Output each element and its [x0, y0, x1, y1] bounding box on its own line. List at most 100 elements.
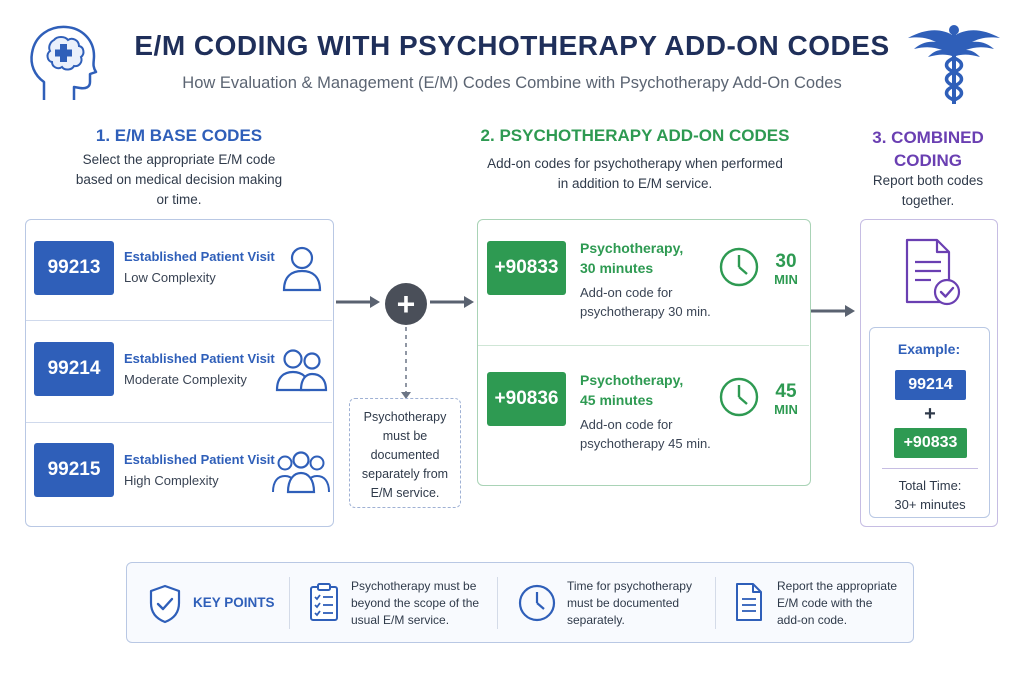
section2-description: Add-on codes for psychotherapy when perf… [470, 154, 800, 194]
arrow-right-icon [811, 303, 857, 319]
single-person-icon [280, 244, 324, 292]
key-point-line: E/M code with the [777, 596, 873, 610]
minutes-number: 30 [775, 251, 797, 272]
minutes-label: 30 MIN [766, 251, 806, 288]
note-line: Psychotherapy [363, 410, 447, 424]
psychotherapy-title-line: 45 minutes [580, 392, 654, 408]
clock-icon [718, 246, 760, 288]
plus-circle-icon: + [385, 283, 427, 325]
key-point-text: Psychotherapy must be beyond the scope o… [351, 578, 479, 629]
dashed-connector-line [405, 327, 407, 395]
group-of-persons-icon [272, 448, 330, 494]
section1-description: Select the appropriate E/M code based on… [24, 150, 334, 210]
psychotherapy-row-title: Psychotherapy, 45 minutes [580, 370, 683, 410]
row-divider [26, 422, 332, 423]
example-plus: + [924, 403, 936, 425]
key-points-label: KEY POINTS [193, 595, 275, 610]
example-divider [882, 468, 978, 469]
psychotherapy-description-line: Add-on code for [580, 285, 673, 300]
section1-description-line: based on medical decision making [75, 172, 283, 187]
section2-description-line: Add-on codes for psychotherapy when perf… [487, 156, 783, 171]
key-point-line: separately. [567, 613, 625, 627]
example-code-99214: 99214 [895, 370, 966, 400]
psychotherapy-title-line: 30 minutes [580, 260, 654, 276]
page-subtitle: How Evaluation & Management (E/M) Codes … [182, 74, 842, 92]
psychotherapy-description-line: Add-on code for [580, 417, 673, 432]
key-points-bar: KEY POINTS Psychotherapy must be beyond … [126, 562, 914, 643]
shield-check-icon [147, 583, 183, 625]
document-check-icon [901, 236, 963, 310]
note-line: E/M service. [370, 486, 440, 500]
minutes-label: 45 MIN [766, 381, 806, 418]
arrow-right-icon [334, 294, 382, 310]
key-points-divider [289, 577, 290, 629]
section3-description-line: Report both codes [872, 173, 984, 188]
key-points-divider [715, 577, 716, 629]
section2-description-line: in addition to E/M service. [557, 176, 713, 191]
psychotherapy-title-line: Psychotherapy, [580, 372, 684, 388]
example-label: Example: [897, 341, 961, 357]
section1-heading: 1. E/M BASE CODES [95, 126, 263, 145]
em-row-title: Established Patient Visit [124, 249, 275, 264]
key-point-text: Time for psychotherapy must be documente… [567, 578, 692, 629]
example-code-90833: +90833 [894, 428, 967, 458]
page-title: E/M CODING WITH PSYCHOTHERAPY ADD-ON COD… [134, 30, 890, 61]
arrow-right-icon [428, 294, 476, 310]
psychotherapy-title-line: Psychotherapy, [580, 240, 684, 256]
code-badge-99214: 99214 [34, 342, 114, 396]
section3-description: Report both codes together. [848, 171, 1008, 211]
total-time-value: 30+ minutes [894, 497, 966, 512]
code-badge-90833: +90833 [487, 241, 566, 295]
document-icon [733, 581, 765, 623]
minutes-unit: MIN [774, 272, 798, 287]
note-line: separately from [361, 467, 449, 481]
minutes-unit: MIN [774, 402, 798, 417]
psychotherapy-codes-card: +90833 Psychotherapy, 30 minutes Add-on … [477, 219, 811, 486]
key-point-line: Time for psychotherapy [567, 579, 692, 593]
caduceus-icon [904, 20, 1004, 108]
total-time-label: Total Time: [898, 478, 962, 493]
key-point-line: Psychotherapy must be [351, 579, 477, 593]
key-points-divider [497, 577, 498, 629]
brain-head-icon [24, 20, 104, 104]
key-point-line: must be documented [567, 596, 680, 610]
section1-description-line: or time. [156, 192, 202, 207]
psychotherapy-row-description: Add-on code for psychotherapy 45 min. [580, 415, 711, 453]
two-persons-icon [275, 346, 329, 392]
section1-description-line: Select the appropriate E/M code [82, 152, 276, 167]
combined-coding-card: Example: 99214 + +90833 Total Time: 30+ … [860, 219, 998, 527]
em-row-complexity: Low Complexity [124, 270, 216, 285]
row-divider [478, 345, 809, 346]
key-point-line: add-on code. [777, 613, 848, 627]
em-row-complexity: Moderate Complexity [124, 372, 247, 387]
key-point-line: usual E/M service. [351, 613, 450, 627]
section3-heading: 3. COMBINED CODING [848, 126, 1008, 172]
clock-icon [718, 376, 760, 418]
connector-arrowhead [401, 392, 411, 399]
row-divider [26, 320, 332, 321]
note-line: documented [370, 448, 440, 462]
psychotherapy-description-line: psychotherapy 30 min. [580, 304, 711, 319]
em-row-title: Established Patient Visit [124, 351, 275, 366]
psychotherapy-description-line: psychotherapy 45 min. [580, 436, 711, 451]
em-row-complexity: High Complexity [124, 473, 219, 488]
minutes-number: 45 [775, 381, 797, 402]
em-codes-card: 99213 Established Patient Visit Low Comp… [25, 219, 334, 527]
code-badge-99215: 99215 [34, 443, 114, 497]
clock-icon [517, 583, 557, 623]
section3-description-line: together. [901, 193, 955, 208]
em-row-title: Established Patient Visit [124, 452, 275, 467]
psychotherapy-row-title: Psychotherapy, 30 minutes [580, 238, 683, 278]
key-point-line: beyond the scope of the [351, 596, 480, 610]
section3-heading-line: 3. COMBINED [872, 128, 984, 147]
section3-heading-line: CODING [894, 151, 962, 170]
key-point-text: Report the appropriate E/M code with the… [777, 578, 897, 629]
code-badge-90836: +90836 [487, 372, 566, 426]
note-line: must be [382, 429, 428, 443]
clipboard-checklist-icon [307, 581, 341, 623]
code-badge-99213: 99213 [34, 241, 114, 295]
key-point-line: Report the appropriate [777, 579, 898, 593]
psychotherapy-row-description: Add-on code for psychotherapy 30 min. [580, 283, 711, 321]
documentation-note: Psychotherapy must be documented separat… [349, 398, 461, 508]
section2-heading: 2. PSYCHOTHERAPY ADD-ON CODES [480, 126, 790, 145]
